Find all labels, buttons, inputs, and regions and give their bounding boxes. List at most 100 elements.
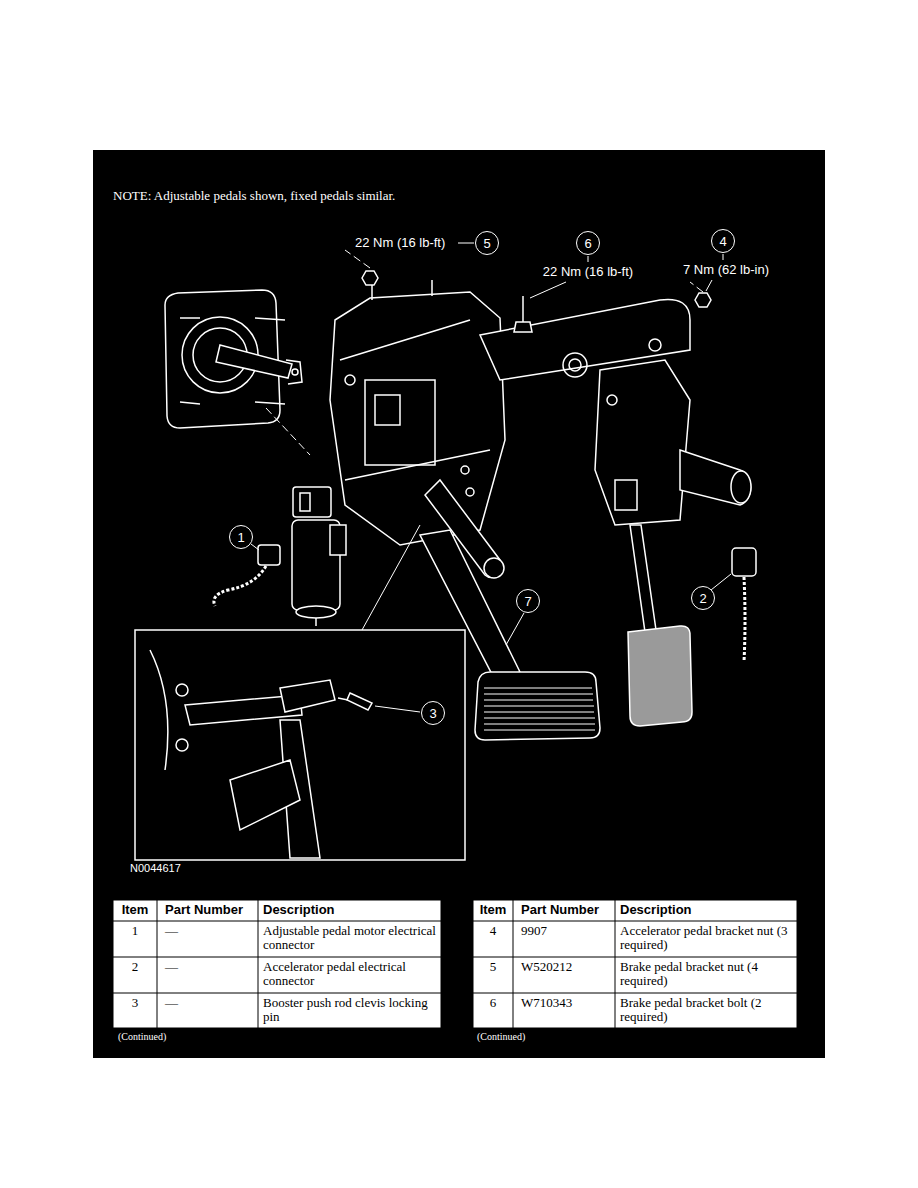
accelerator-module xyxy=(607,395,617,405)
parts-table xyxy=(615,900,616,1028)
parts-table xyxy=(113,900,797,1028)
table-cell: Adjustable pedal motor electrical connec… xyxy=(258,921,441,953)
brake-pedal-bracket xyxy=(365,380,435,465)
bracket-bolt xyxy=(522,296,524,322)
continued-note: (Continued) xyxy=(118,1031,166,1042)
leader-line xyxy=(458,243,474,244)
black-panel xyxy=(93,150,825,1058)
parts-table xyxy=(113,921,441,922)
accelerator-module xyxy=(595,360,751,726)
parts-table xyxy=(157,900,158,1028)
brake-booster xyxy=(255,402,285,404)
callout-number: 6 xyxy=(576,231,600,255)
detail-inset xyxy=(347,693,372,710)
detail-inset xyxy=(135,630,465,860)
detail-inset xyxy=(230,760,300,830)
parts-table xyxy=(473,900,797,1028)
brake-pedal-bracket xyxy=(362,271,378,285)
accelerator-module xyxy=(628,626,692,726)
parts-table xyxy=(473,957,797,958)
bracket-bolt xyxy=(514,322,532,332)
table-header: Description xyxy=(615,900,797,917)
torque-spec: 7 Nm (62 lb-in) xyxy=(683,263,769,277)
detail-inset xyxy=(176,684,188,696)
brake-booster xyxy=(216,345,292,378)
table-cell: 5 xyxy=(473,957,513,974)
table-header: Item xyxy=(473,900,513,917)
bracket-bolt xyxy=(514,296,532,332)
bracket-nut xyxy=(695,293,711,307)
brake-pedal xyxy=(475,672,600,740)
brake-pedal-bracket xyxy=(345,375,355,385)
table-cell: W710343 xyxy=(513,993,615,1010)
callout-number: 2 xyxy=(691,586,715,610)
brake-pedal xyxy=(484,688,595,730)
brake-booster xyxy=(165,290,302,428)
table-cell: 4 xyxy=(473,921,513,938)
electrical-connector xyxy=(744,577,745,662)
table-cell: Brake pedal bracket bolt (2 required) xyxy=(615,993,797,1025)
callout-text: 2 xyxy=(699,592,706,605)
brake-booster xyxy=(292,369,298,375)
callout-number: 3 xyxy=(421,701,445,725)
black-panel xyxy=(93,150,825,1058)
callout-text: 4 xyxy=(719,235,726,248)
table-cell: — xyxy=(157,993,258,1010)
table-cell: 1 xyxy=(113,921,157,938)
detail-inset xyxy=(135,630,465,860)
brake-booster xyxy=(255,318,285,320)
leader-line xyxy=(345,250,370,268)
leader-line xyxy=(706,280,712,291)
table-header: Item xyxy=(113,900,157,917)
leader-line xyxy=(723,254,724,260)
leader-line xyxy=(711,574,731,590)
continued-note: (Continued) xyxy=(477,1031,525,1042)
pedal-motor xyxy=(330,525,346,555)
table-header: Part Number xyxy=(157,900,258,917)
pedal-motor xyxy=(300,493,310,511)
leader-line xyxy=(588,256,589,262)
leader-line xyxy=(690,282,703,292)
callout-text: 6 xyxy=(584,237,591,250)
accelerator-module xyxy=(630,525,656,632)
accelerator-module xyxy=(680,450,751,505)
pedal-motor xyxy=(293,487,331,517)
callout-number: 4 xyxy=(711,229,735,253)
note-text: NOTE: Adjustable pedals shown, fixed ped… xyxy=(113,189,395,203)
pedal-motor xyxy=(292,487,346,626)
leader-line xyxy=(251,243,731,712)
callout-number: 1 xyxy=(229,525,253,549)
brake-pedal-bracket xyxy=(431,280,433,296)
table-cell: Brake pedal bracket nut (4 required) xyxy=(615,957,797,989)
detail-inset xyxy=(338,698,348,700)
electrical-connector xyxy=(732,548,756,576)
brake-booster xyxy=(180,317,200,319)
brake-booster xyxy=(286,360,302,384)
brake-pedal-bracket xyxy=(375,395,400,425)
leader-line xyxy=(506,613,524,645)
table-cell: 3 xyxy=(113,993,157,1010)
detail-inset xyxy=(150,650,168,770)
callout-text: 3 xyxy=(429,707,436,720)
table-cell: W520212 xyxy=(513,957,615,974)
pedal-motor xyxy=(296,606,336,618)
callout-number: 5 xyxy=(475,231,499,255)
pedal-motor xyxy=(315,618,317,626)
detail-inset xyxy=(280,680,335,712)
detail-inset xyxy=(176,739,188,751)
figure-number: N0044617 xyxy=(130,862,181,874)
parts-table xyxy=(473,921,797,922)
leader-line xyxy=(375,706,420,712)
leader-line xyxy=(530,282,566,298)
table-cell: — xyxy=(157,957,258,974)
parts-table xyxy=(113,957,441,958)
brake-pedal xyxy=(484,558,504,578)
brake-pedal-bracket xyxy=(340,320,490,480)
cross-bar xyxy=(649,339,661,351)
table-cell: Accelerator pedal bracket nut (3 require… xyxy=(615,921,797,953)
torque-spec: 22 Nm (16 lb-ft) xyxy=(355,236,445,250)
callout-text: 7 xyxy=(524,595,531,608)
brake-pedal-bracket xyxy=(371,285,373,300)
